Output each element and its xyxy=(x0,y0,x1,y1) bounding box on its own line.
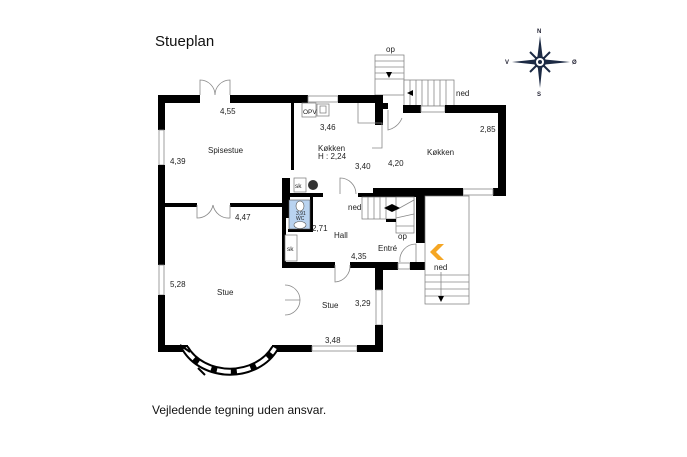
room-name: Køkken xyxy=(318,144,345,153)
dimension: 3,46 xyxy=(320,123,336,132)
stair-label-ned: ned xyxy=(434,263,447,272)
dimension: 4,39 xyxy=(170,157,186,166)
entrance-arrow-icon xyxy=(430,244,444,260)
dimension: 3,48 xyxy=(325,336,341,345)
room-name: Hall xyxy=(334,231,348,240)
walls xyxy=(158,95,506,376)
stair-entry xyxy=(424,195,470,305)
dimension: 4,20 xyxy=(388,159,404,168)
compass-s: S xyxy=(537,92,541,98)
dimension: 3,29 xyxy=(355,299,371,308)
wc-label: WC xyxy=(296,216,305,222)
closet-sk xyxy=(293,177,307,193)
stair-label-op: op xyxy=(386,45,395,54)
stair-label-op: op xyxy=(398,232,407,241)
dimension: 4,55 xyxy=(220,107,236,116)
compass-e: Ø xyxy=(572,60,577,66)
dimension: 2,71 xyxy=(312,224,328,233)
washbasin-icon xyxy=(293,221,307,229)
disclaimer: Vejledende tegning uden ansvar. xyxy=(152,403,327,417)
stair-top-down xyxy=(403,79,455,107)
opv-cabinet xyxy=(301,102,317,118)
opv-label: OPV xyxy=(303,109,317,116)
compass-n: N xyxy=(537,29,541,35)
dimension: 2,85 xyxy=(480,125,496,134)
stove-icon xyxy=(308,180,318,190)
closet-sk xyxy=(284,234,298,262)
room-name: Stue xyxy=(217,288,234,297)
dimension: 3,40 xyxy=(355,162,371,171)
compass-w: V xyxy=(505,60,509,66)
wc-room xyxy=(288,199,311,230)
room-name: Entré xyxy=(378,244,398,253)
room-name: Spisestue xyxy=(208,146,244,155)
compass-rose-icon xyxy=(512,36,570,88)
dimension: 4,47 xyxy=(235,213,251,222)
ceiling-height: H : 2,24 xyxy=(318,152,347,161)
dimension: 5,28 xyxy=(170,280,186,289)
closet-label: sk xyxy=(295,183,302,190)
closet-label: sk xyxy=(287,246,294,253)
room-name: Stue xyxy=(322,301,339,310)
toilet-icon xyxy=(295,200,305,212)
stair-hall xyxy=(361,196,415,234)
stair-label-ned: ned xyxy=(456,89,469,98)
dimension: 4,35 xyxy=(351,252,367,261)
room-name: Køkken xyxy=(427,148,454,157)
wc-area: 3,91 xyxy=(296,211,306,217)
stair-top-up xyxy=(374,54,405,96)
stair-label-ned: ned xyxy=(348,203,361,212)
doors xyxy=(196,79,417,316)
page-title: Stueplan xyxy=(155,33,215,50)
